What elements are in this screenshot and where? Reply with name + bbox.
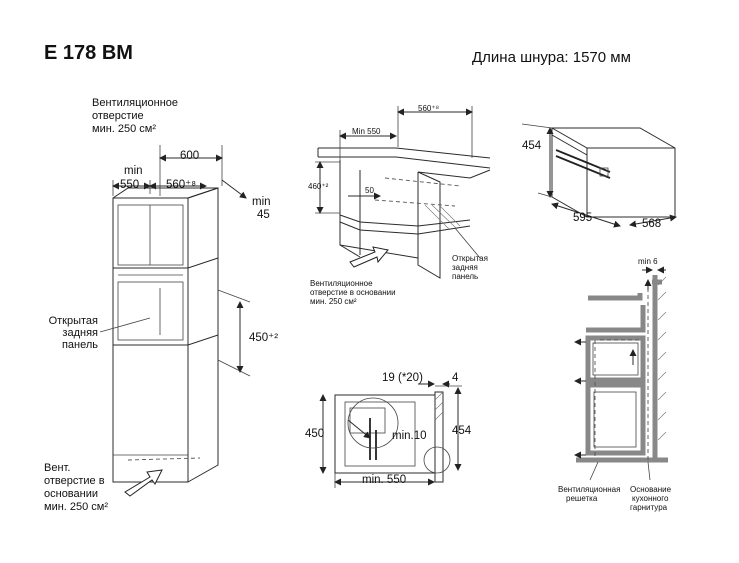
air-base-line3: гарнитура bbox=[630, 503, 668, 512]
tall-dim-560: 560⁺⁸ bbox=[166, 179, 197, 191]
tall-dim-550: 550 bbox=[120, 179, 140, 191]
tall-open-back-line1: Открытая bbox=[48, 315, 98, 327]
tall-vent-top-line2: отверстие bbox=[92, 110, 144, 122]
uc-dim-460: 460⁺² bbox=[308, 182, 329, 191]
uc-dim-560: 560⁺⁸ bbox=[418, 104, 439, 113]
side-dim-4: 4 bbox=[452, 372, 459, 384]
air-grille-line1: Вентиляционная bbox=[558, 485, 621, 494]
tall-vent-bottom-line3: основании bbox=[44, 488, 99, 500]
uc-vent-line1: Вентиляционное bbox=[310, 279, 373, 288]
app-dim-454: 454 bbox=[522, 140, 542, 152]
tall-vent-top-line1: Вентиляционное bbox=[92, 97, 179, 109]
side-section-drawing bbox=[319, 380, 462, 488]
uc-dim-min550: Min 550 bbox=[352, 127, 381, 136]
tall-dim-45: 45 bbox=[257, 209, 270, 221]
tall-dim-600: 600 bbox=[180, 150, 200, 162]
airflow-drawing bbox=[574, 266, 668, 481]
app-dim-595: 595 bbox=[573, 212, 593, 224]
tall-dim-min45-label: min bbox=[252, 196, 271, 208]
air-dim-min6: min 6 bbox=[638, 257, 658, 266]
uc-open-back-line1: Открытая bbox=[452, 254, 488, 263]
side-dim-450: 450 bbox=[305, 428, 325, 440]
air-base-line2: кухонного bbox=[632, 494, 669, 503]
air-base-line1: Основание bbox=[630, 485, 672, 494]
tall-vent-bottom-line1: Вент. bbox=[44, 462, 71, 474]
uc-dim-50: 50 bbox=[365, 186, 374, 195]
cord-length: Длина шнура: 1570 мм bbox=[472, 49, 631, 66]
side-dim-min550: min. 550 bbox=[362, 474, 407, 486]
uc-vent-line2: отверстие в основании bbox=[310, 288, 396, 297]
app-dim-568: 568 bbox=[642, 218, 662, 230]
tall-dim-450: 450⁺² bbox=[249, 332, 279, 344]
uc-vent-line3: мин. 250 см² bbox=[310, 297, 357, 306]
side-dim-19: 19 (*20) bbox=[382, 372, 423, 384]
uc-open-back-line2: задняя bbox=[452, 263, 478, 272]
tall-vent-top-line3: мин. 250 см² bbox=[92, 123, 157, 135]
tall-open-back-line2: задняя bbox=[62, 327, 98, 339]
tall-vent-bottom-line4: мин. 250 см² bbox=[44, 501, 109, 513]
appliance-drawing bbox=[521, 123, 677, 228]
tall-vent-bottom-line2: отверстие в bbox=[44, 475, 105, 487]
model-title: E 178 BM bbox=[44, 42, 133, 64]
tall-dim-min-label: min bbox=[124, 165, 143, 177]
air-grille-line2: решетка bbox=[566, 494, 598, 503]
side-dim-454: 454 bbox=[452, 425, 472, 437]
side-dim-min10: min.10 bbox=[392, 430, 427, 442]
under-counter-drawing bbox=[315, 106, 491, 279]
tall-open-back-line3: панель bbox=[61, 339, 98, 351]
tall-cabinet-drawing bbox=[99, 145, 251, 497]
uc-open-back-line3: панель bbox=[452, 272, 479, 281]
